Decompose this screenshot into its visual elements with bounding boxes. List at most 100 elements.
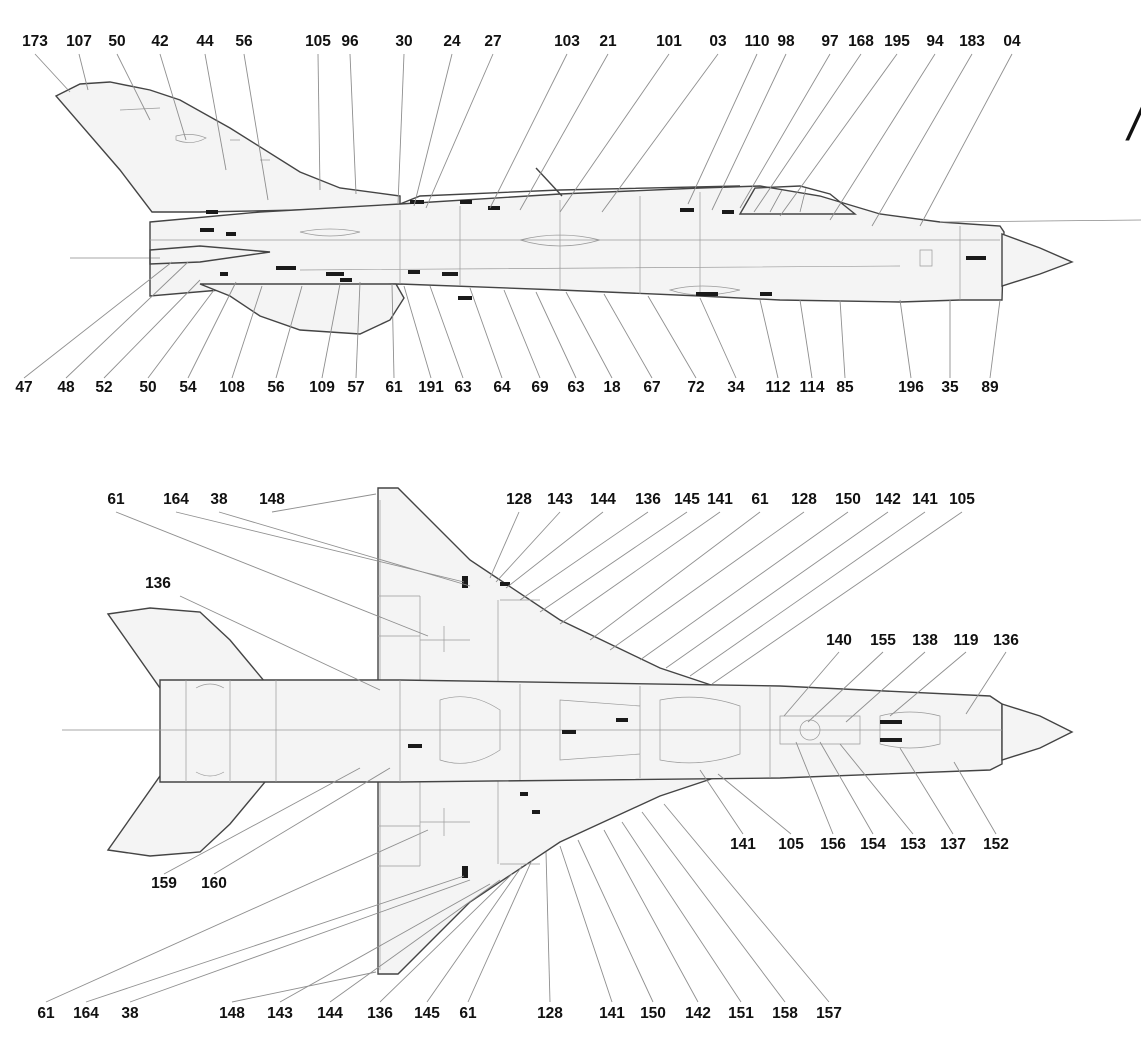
plan-mid-callout: 105 xyxy=(778,836,804,853)
side-top-callout: 98 xyxy=(777,33,795,50)
plan-top-leader xyxy=(495,511,561,583)
plan-mark xyxy=(880,738,902,742)
side-bottom-leader xyxy=(603,293,653,379)
side-bottom-callout: 196 xyxy=(898,379,924,396)
side-bottom-leader xyxy=(187,281,237,379)
side-mark xyxy=(722,210,734,214)
plan-bottom-callout: 128 xyxy=(537,1005,563,1022)
side-top-callout: 97 xyxy=(821,33,838,50)
side-mark xyxy=(488,206,500,210)
side-top-leader xyxy=(397,53,405,205)
plan-bottom-leader xyxy=(641,811,786,1003)
side-bottom-callout: 35 xyxy=(941,379,959,396)
side-panel-lines xyxy=(150,192,1000,300)
side-bottom-leader xyxy=(275,285,303,379)
plan-bottom-leader xyxy=(379,873,513,1003)
side-bottom-leader xyxy=(699,297,737,379)
plan-bottom-callout: 157 xyxy=(816,1005,842,1022)
side-bottom-leader xyxy=(799,299,813,379)
plan-tail-leader xyxy=(163,767,361,875)
plan-bottom-callout: 61 xyxy=(459,1005,477,1022)
side-top-leader xyxy=(489,53,568,209)
plan-top-callout: 164 xyxy=(163,491,189,508)
plan-upper-wing xyxy=(377,487,721,689)
side-bottom-callout: 18 xyxy=(603,379,621,396)
plan-left-callout: 136 xyxy=(145,575,171,592)
side-top-leader xyxy=(711,53,787,211)
side-mark xyxy=(276,266,296,270)
side-top-leader xyxy=(317,53,321,191)
plan-bottom-callout: 38 xyxy=(121,1005,139,1022)
side-mark xyxy=(220,272,228,276)
side-fin-details xyxy=(119,107,270,161)
side-mark xyxy=(460,200,472,204)
side-bottom-callout: 48 xyxy=(57,379,75,396)
side-bottom-callout: 89 xyxy=(981,379,999,396)
plan-mid-callout: 154 xyxy=(860,836,886,853)
side-top-leader xyxy=(779,53,898,217)
side-bottom-leader xyxy=(839,299,846,379)
side-top-leader xyxy=(34,53,71,93)
side-bottom-leader xyxy=(647,295,697,379)
side-top-callout: 24 xyxy=(443,33,461,50)
plan-bottom-callout: 144 xyxy=(317,1005,343,1022)
side-top-leader xyxy=(601,53,719,213)
plan-top-callout: 38 xyxy=(210,491,228,508)
plan-bottom-callout: 151 xyxy=(728,1005,754,1022)
plan-top-leader xyxy=(665,511,889,669)
plan-bottom-callout: 142 xyxy=(685,1005,711,1022)
side-top-callout: 56 xyxy=(235,33,253,50)
side-bottom-leader xyxy=(535,291,577,379)
plan-top-callout: 61 xyxy=(107,491,125,508)
side-canopy xyxy=(738,185,857,215)
plan-mid-callout: 153 xyxy=(900,836,926,853)
plan-mark xyxy=(462,576,468,588)
side-mark xyxy=(442,272,458,276)
side-bottom-leader xyxy=(565,291,613,379)
side-mark xyxy=(458,296,472,300)
side-top-callout: 173 xyxy=(22,33,48,50)
side-mark xyxy=(410,200,424,204)
plan-nose-cone xyxy=(1001,703,1074,761)
plan-top-callout: 141 xyxy=(912,491,938,508)
plan-mark xyxy=(880,720,902,724)
plan-bottom-leader xyxy=(663,803,830,1003)
side-bottom-callout: 52 xyxy=(95,379,112,396)
side-top-callout: 04 xyxy=(1003,33,1021,50)
plan-bottom-leader xyxy=(603,829,699,1003)
plan-upper-tailplane xyxy=(106,607,272,689)
side-bottom-callout: 114 xyxy=(799,379,824,396)
side-top-leader xyxy=(204,53,227,171)
side-bottom-callout: 112 xyxy=(765,379,790,396)
side-top-callout: 183 xyxy=(959,33,985,50)
plan-tail-callout: 159 xyxy=(151,875,177,892)
side-bottom-callout: 63 xyxy=(454,379,472,396)
side-top-leader xyxy=(425,53,494,209)
side-top-callout: 30 xyxy=(395,33,412,50)
side-bottom-callout: 54 xyxy=(179,379,197,396)
side-bottom-callout: 57 xyxy=(347,379,364,396)
plan-bottom-callout: 136 xyxy=(367,1005,393,1022)
plan-mark xyxy=(520,792,528,796)
plan-tail-callout: 160 xyxy=(201,875,227,892)
side-top-leader xyxy=(753,53,862,213)
plan-nose-leader xyxy=(807,651,884,723)
side-bottom-callout: 63 xyxy=(567,379,585,396)
plan-top-leader xyxy=(115,511,429,637)
plan-top-leader xyxy=(689,511,926,677)
plan-bottom-leader xyxy=(577,839,654,1003)
side-top-callout: 44 xyxy=(196,33,214,50)
plan-top-callout: 150 xyxy=(835,491,861,508)
side-top-leader xyxy=(413,53,453,207)
plan-top-leader xyxy=(609,511,805,651)
plan-left-leader xyxy=(179,595,381,691)
side-bottom-leader xyxy=(403,285,432,379)
plan-mid-leader xyxy=(899,747,954,835)
side-bottom-leader xyxy=(103,279,201,379)
plan-top-callout: 136 xyxy=(635,491,661,508)
side-bottom-callout: 50 xyxy=(139,379,156,396)
side-bottom-leader xyxy=(759,299,779,379)
plan-bottom-leader xyxy=(426,865,523,1003)
plan-nose-callout: 138 xyxy=(912,632,938,649)
side-top-callout: 21 xyxy=(599,33,617,50)
